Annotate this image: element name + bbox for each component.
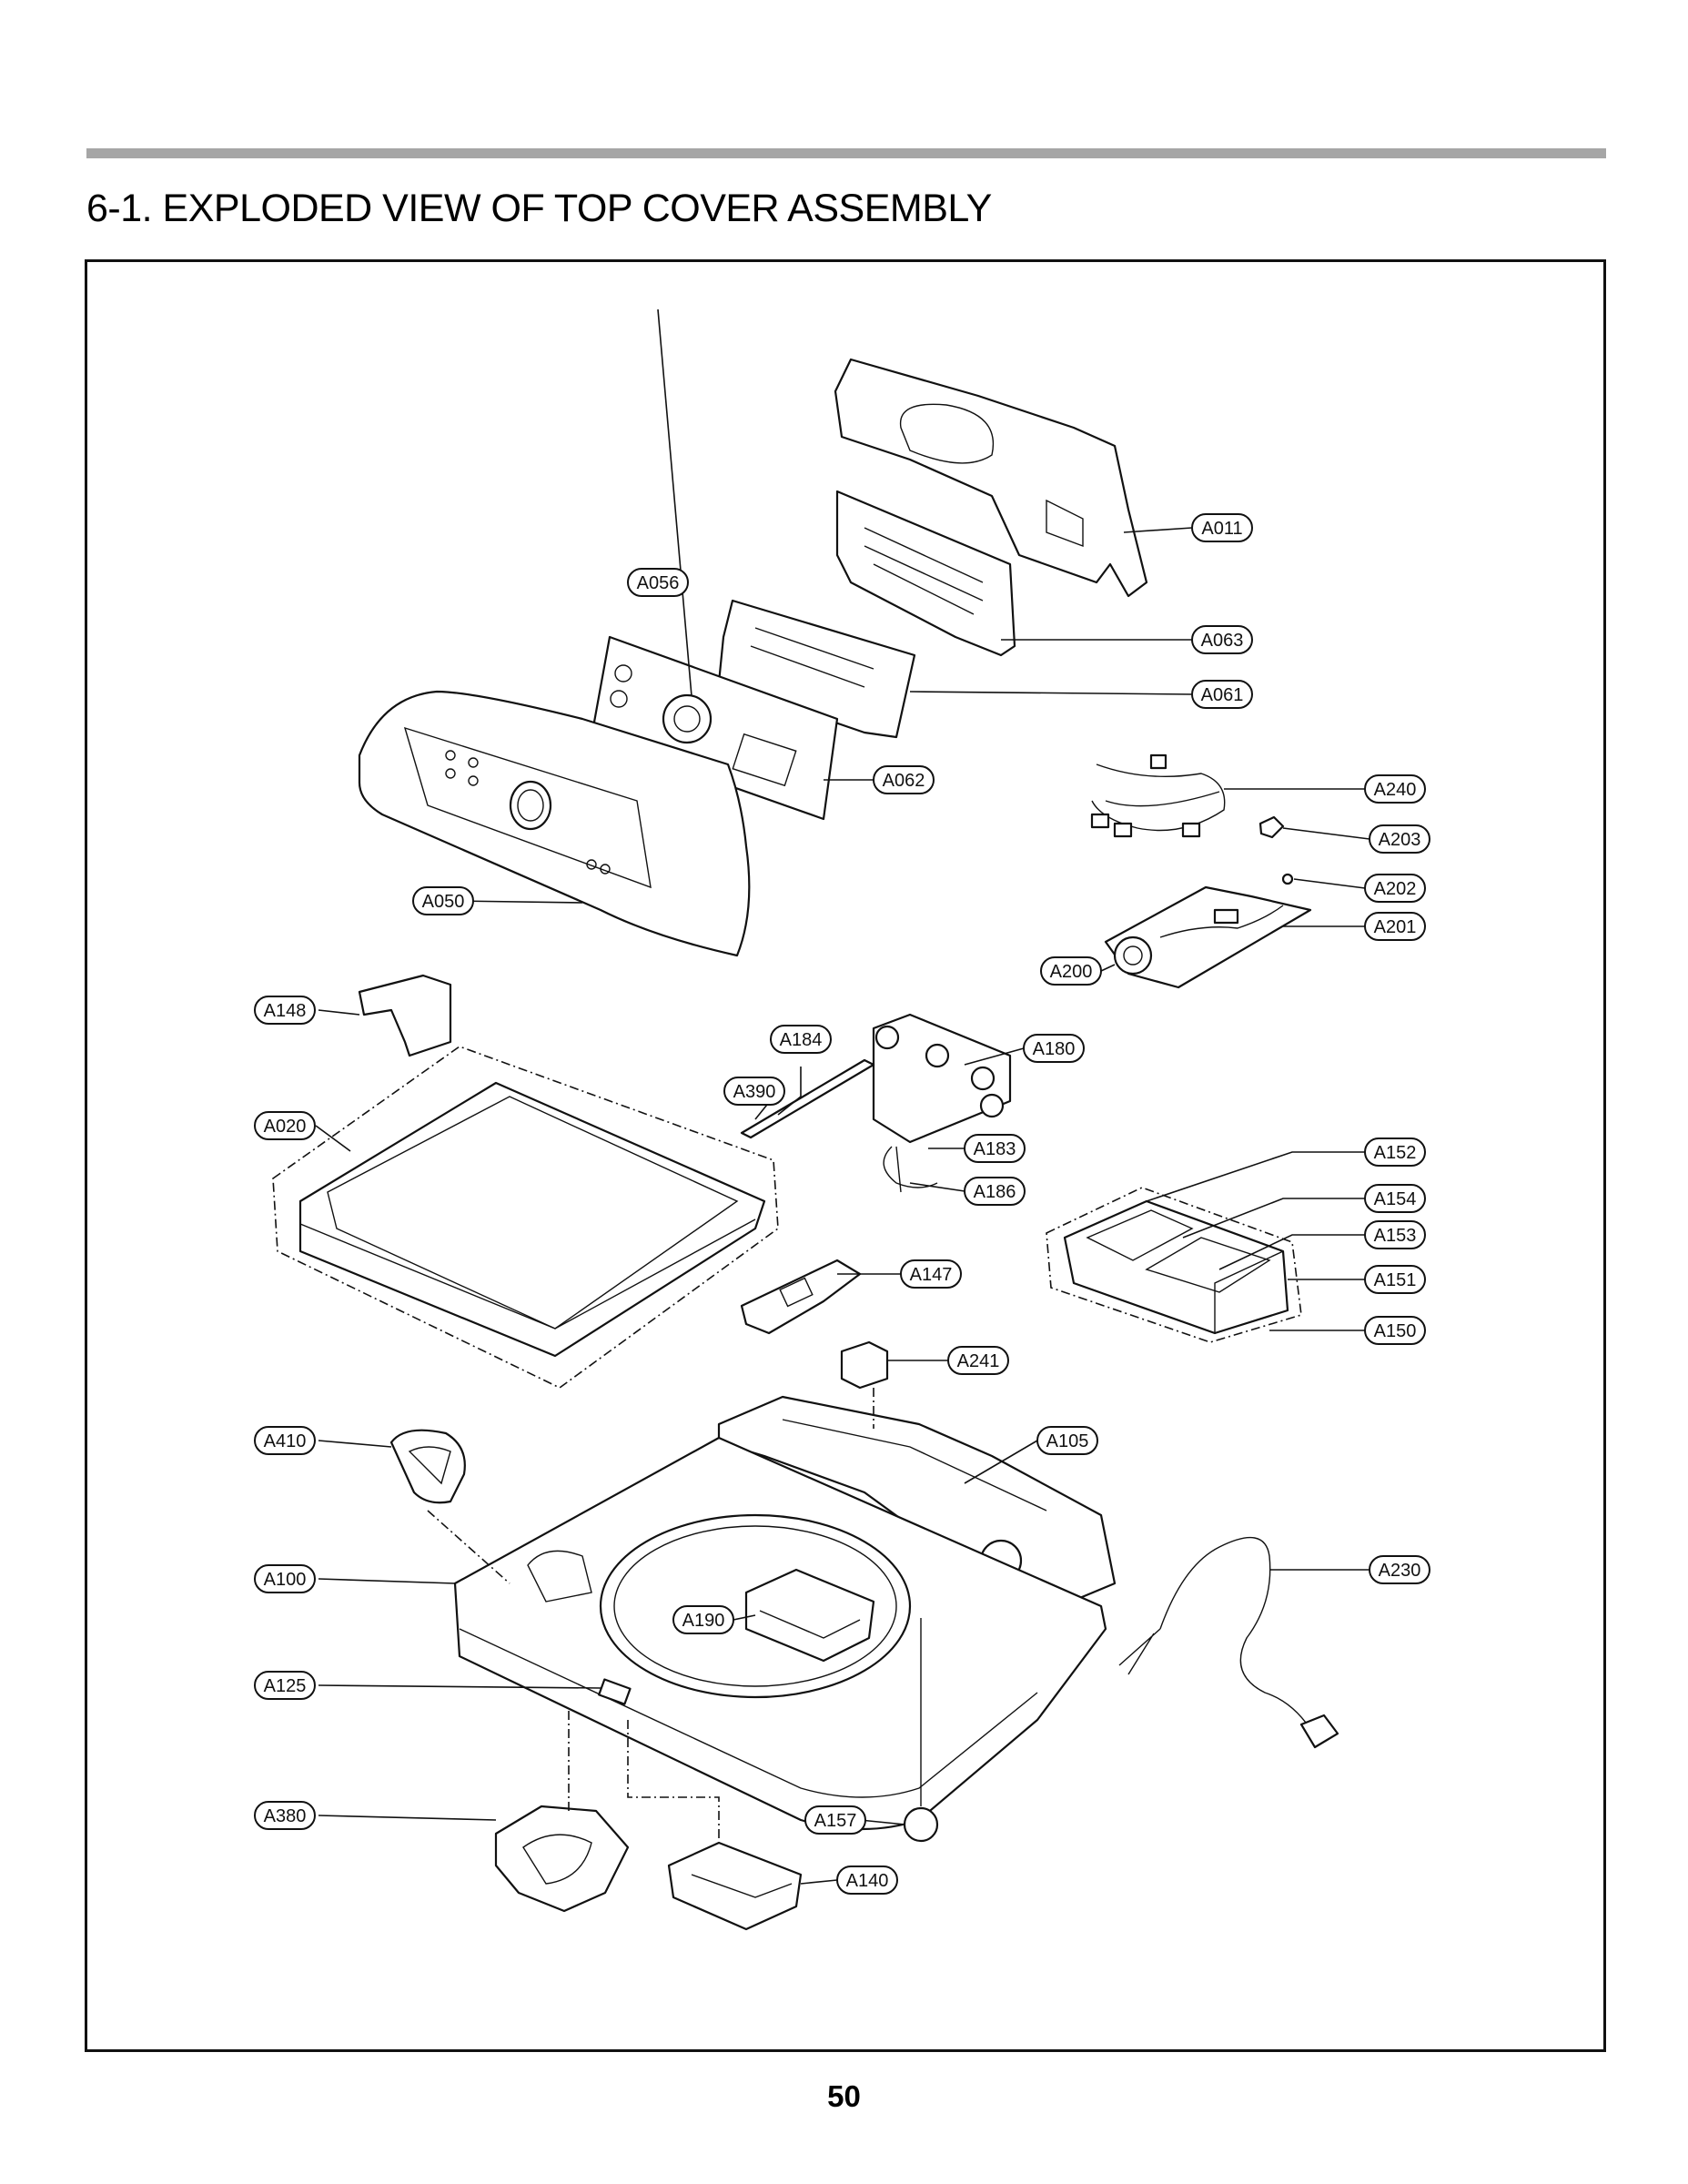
part-a020-lid bbox=[272, 1046, 779, 1389]
callout-a380: A380 bbox=[254, 1801, 316, 1830]
part-a148-bracket bbox=[358, 974, 452, 1057]
callout-a152: A152 bbox=[1364, 1138, 1426, 1167]
callout-a230: A230 bbox=[1369, 1555, 1430, 1584]
part-a200-pressure-switch bbox=[1104, 885, 1312, 989]
callout-a157: A157 bbox=[804, 1805, 866, 1835]
callout-a184: A184 bbox=[770, 1025, 832, 1054]
callout-a190: A190 bbox=[672, 1605, 734, 1634]
callout-a153: A153 bbox=[1364, 1220, 1426, 1249]
svg-text:A380: A380 bbox=[264, 1806, 307, 1826]
callout-a240: A240 bbox=[1364, 774, 1426, 804]
svg-text:A020: A020 bbox=[264, 1117, 307, 1137]
svg-text:A147: A147 bbox=[910, 1265, 953, 1285]
svg-text:A062: A062 bbox=[883, 771, 925, 791]
callout-a390: A390 bbox=[723, 1077, 785, 1106]
callout-a147: A147 bbox=[900, 1259, 962, 1289]
svg-text:A230: A230 bbox=[1379, 1561, 1421, 1581]
top-rule bbox=[86, 148, 1606, 158]
svg-text:A153: A153 bbox=[1374, 1226, 1417, 1246]
callout-a011: A011 bbox=[1191, 513, 1253, 542]
svg-text:A152: A152 bbox=[1374, 1143, 1417, 1163]
page-title: 6-1. EXPLODED VIEW OF TOP COVER ASSEMBLY bbox=[86, 187, 992, 230]
svg-text:A183: A183 bbox=[974, 1139, 1016, 1159]
callout-a100: A100 bbox=[254, 1564, 316, 1593]
part-a125-latch bbox=[598, 1678, 632, 1705]
part-a230-power-cord bbox=[1118, 1536, 1339, 1749]
callout-a183: A183 bbox=[964, 1134, 1026, 1163]
svg-text:A050: A050 bbox=[422, 892, 465, 912]
callout-a063: A063 bbox=[1191, 625, 1253, 654]
callout-a062: A062 bbox=[873, 765, 935, 794]
svg-text:A201: A201 bbox=[1374, 917, 1417, 937]
part-a190-insert bbox=[744, 1568, 875, 1663]
callout-a020: A020 bbox=[254, 1111, 316, 1140]
svg-text:A202: A202 bbox=[1374, 879, 1417, 899]
callout-a150: A150 bbox=[1364, 1316, 1426, 1345]
callout-a125: A125 bbox=[254, 1671, 316, 1700]
svg-text:A203: A203 bbox=[1379, 830, 1421, 850]
callout-a061: A061 bbox=[1191, 680, 1253, 709]
svg-text:A011: A011 bbox=[1201, 519, 1242, 539]
part-a157-knob bbox=[903, 1618, 939, 1843]
callout-a148: A148 bbox=[254, 996, 316, 1025]
callout-a186: A186 bbox=[964, 1177, 1026, 1206]
callout-a180: A180 bbox=[1023, 1034, 1085, 1063]
part-a180-water-valve bbox=[740, 1013, 1012, 1193]
svg-text:A190: A190 bbox=[682, 1611, 725, 1631]
leader-lines bbox=[315, 308, 1370, 1885]
part-a147-bracket bbox=[740, 1259, 862, 1335]
part-a410-funnel bbox=[389, 1429, 466, 1504]
callout-a050: A050 bbox=[412, 886, 474, 915]
svg-text:A186: A186 bbox=[974, 1182, 1016, 1202]
part-a061-pcb bbox=[717, 599, 916, 739]
svg-text:A151: A151 bbox=[1374, 1270, 1417, 1290]
svg-text:A061: A061 bbox=[1201, 685, 1244, 705]
svg-text:A125: A125 bbox=[264, 1676, 307, 1696]
callout-a201: A201 bbox=[1364, 912, 1426, 941]
part-a050-control-panel bbox=[358, 690, 751, 957]
svg-text:A140: A140 bbox=[846, 1871, 889, 1891]
assembly-guide-lines bbox=[427, 1388, 874, 1838]
callout-a200: A200 bbox=[1040, 956, 1102, 986]
part-a240-harness bbox=[1090, 753, 1226, 838]
svg-text:A157: A157 bbox=[814, 1811, 857, 1831]
part-a011-rear-cover bbox=[834, 358, 1148, 598]
part-a241-block bbox=[840, 1340, 889, 1390]
page-number: 50 bbox=[827, 2079, 861, 2113]
part-a062-display-pcb bbox=[590, 635, 839, 821]
svg-text:A200: A200 bbox=[1050, 962, 1093, 982]
svg-text:A410: A410 bbox=[264, 1431, 307, 1451]
part-a150-dispenser bbox=[1046, 1187, 1302, 1343]
svg-text:A056: A056 bbox=[637, 573, 680, 593]
callout-a154: A154 bbox=[1364, 1184, 1426, 1213]
part-a063-pcb-case bbox=[835, 490, 1016, 657]
callout-a410: A410 bbox=[254, 1426, 316, 1455]
svg-text:A154: A154 bbox=[1374, 1189, 1417, 1209]
callout-a140: A140 bbox=[836, 1866, 898, 1895]
svg-text:A100: A100 bbox=[264, 1570, 307, 1590]
callout-a202: A202 bbox=[1364, 874, 1426, 903]
svg-text:A150: A150 bbox=[1374, 1321, 1417, 1341]
svg-text:A063: A063 bbox=[1201, 631, 1244, 651]
callout-a151: A151 bbox=[1364, 1265, 1426, 1294]
svg-text:A241: A241 bbox=[957, 1351, 1000, 1371]
part-a380-housing bbox=[494, 1805, 630, 1913]
svg-text:A148: A148 bbox=[264, 1001, 307, 1021]
part-a140-switch bbox=[667, 1841, 803, 1931]
part-a202-screw bbox=[1281, 873, 1294, 885]
callout-a056: A056 bbox=[627, 568, 689, 597]
svg-text:A180: A180 bbox=[1033, 1039, 1076, 1059]
svg-text:A184: A184 bbox=[780, 1030, 823, 1050]
callout-a203: A203 bbox=[1369, 824, 1430, 854]
callout-a241: A241 bbox=[947, 1346, 1009, 1375]
part-a203-clip bbox=[1258, 815, 1285, 839]
callout-a105: A105 bbox=[1036, 1426, 1098, 1455]
svg-text:A240: A240 bbox=[1374, 780, 1417, 800]
diagram-frame bbox=[85, 259, 1606, 2052]
svg-text:A390: A390 bbox=[733, 1082, 776, 1102]
svg-text:A105: A105 bbox=[1046, 1431, 1089, 1451]
